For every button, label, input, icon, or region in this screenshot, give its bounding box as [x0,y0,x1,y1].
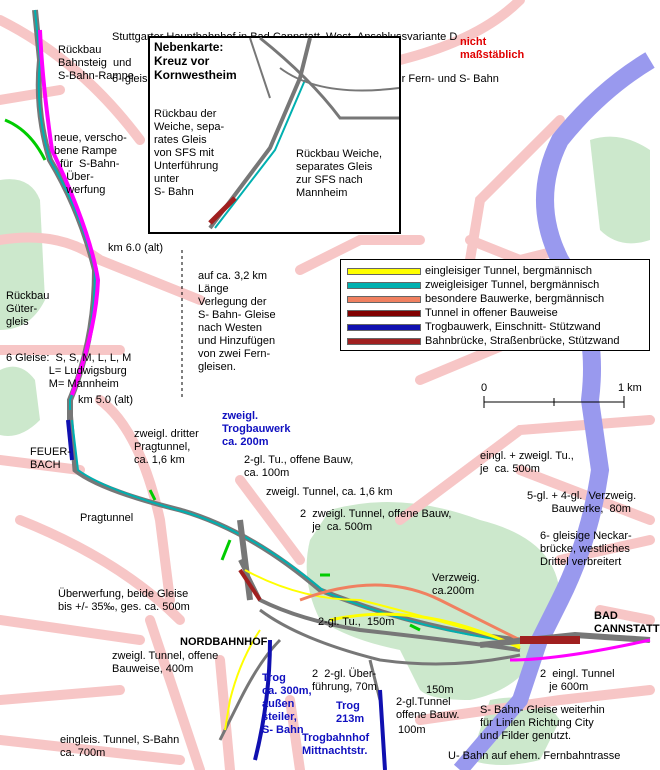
label-bad-cannstatt: BAD CANNSTATT [594,610,660,635]
label-zweigl-dritter: zweigl. dritter Pragtunnel, ca. 1,6 km [134,428,199,466]
inset-graphic [208,36,400,230]
label-zwei-gl-tu: 2-gl. Tu., offene Bauw, ca. 100m [244,454,354,479]
legend-swatch [347,282,421,289]
legend: eingleisiger Tunnel, bergmännisch zweigle… [340,259,650,351]
legend-label: Tunnel in offener Bauweise [425,307,558,319]
label-150m: 150m [426,684,454,696]
legend-swatch [347,324,421,331]
label-pragtunnel: Pragtunnel [80,512,134,524]
scale-one-km: 1 km [618,382,642,394]
label-zwei-gl-150: 2-gl. Tu., 150m [318,616,395,628]
legend-label: Bahnbrücke, Straßenbrücke, Stützwand [425,335,620,347]
inset-label-right: Rückbau Weiche, separates Gleis zur SFS … [296,148,383,199]
label-km6: km 6.0 (alt) [108,242,164,254]
legend-label: Trogbauwerk, Einschnitt- Stützwand [425,321,601,333]
legend-label: eingleisiger Tunnel, bergmännisch [425,265,592,277]
inset-label-left: Rückbau der Weiche, sepa- rates Gleis vo… [154,108,225,198]
label-zweigl-tunnel-16: zweigl. Tunnel, ca. 1,6 km [266,486,393,498]
label-zwei-gl-tunnel-offen: 2-gl.Tunnel offene Bauw. [396,696,460,721]
legend-item: Trogbauwerk, Einschnitt- Stützwand [341,320,649,334]
label-sechs-gleise: 6 Gleise: S, S, M, L, L, M L= Ludwigsbur… [6,352,132,390]
legend-swatch [347,268,421,275]
label-eingl-zweigl: eingl. + zweigl. Tu., je ca. 500m [480,450,574,475]
legend-item: besondere Bauwerke, bergmännisch [341,292,649,306]
label-nordbahnhof: NORDBAHNHOF [180,636,268,648]
label-feuerbach: FEUER- BACH [30,446,71,471]
legend-item: Tunnel in offener Bauweise [341,306,649,320]
legend-swatch [347,310,421,317]
label-fuenf-vier: 5-gl. + 4-gl. Verzweig. Bauwerke, 80m [527,490,637,515]
label-trog300: Trog ca. 300m, außen steiler, S- Bahn [262,672,312,736]
legend-label: besondere Bauwerke, bergmännisch [425,293,605,305]
label-neue-rampe: neue, verscho- bene Rampe für S-Bahn- Üb… [54,132,127,196]
label-km5: km 5.0 (alt) [78,394,134,406]
legend-swatch [347,296,421,303]
label-zwei-eingl-tunnel: 2 eingl. Tunnel je 600m [540,668,615,693]
inset-heading: Nebenkarte: Kreuz vor Kornwestheim [154,40,237,82]
label-s-bahn-gleise: S- Bahn- Gleise weiterhin für Linien Ric… [480,704,605,742]
label-ueberfuehrung: 2 2-gl. Über- führung, 70m [312,668,377,693]
scale-bar [483,396,625,408]
label-u-bahn: U- Bahn auf ehem. Fernbahntrasse [448,750,621,762]
legend-item: Bahnbrücke, Straßenbrücke, Stützwand [341,334,649,348]
label-zweigl-offene-400: zweigl. Tunnel, offene Bauweise, 400m [112,650,219,675]
label-eingleis-tunnel: eingleis. Tunnel, S-Bahn ca. 700m [60,734,180,759]
label-ueberwerfung: Überwerfung, beide Gleise bis +/- 35‰, g… [58,588,190,613]
label-trogbahnhof: Trogbahnhof Mittnachtstr. [302,732,370,757]
label-rueckbau-bahnsteig: Rückbau Bahnsteig und S-Bahn-Rampe [58,44,134,82]
legend-swatch [347,338,421,345]
legend-item: zweigleisiger Tunnel, bergmännisch [341,278,649,292]
label-verlegung: auf ca. 3,2 km Länge Verlegung der S- Ba… [198,270,276,373]
scale-zero: 0 [481,382,488,394]
inset-map: Nebenkarte: Kreuz vor Kornwestheim Rückb… [148,36,401,234]
label-trog213: Trog 213m [336,700,365,725]
scale-note: nicht maßstäblich [460,36,525,61]
label-rueckbau-gueter: Rückbau Güter- gleis [6,290,50,328]
label-zwei-zweigl-offen: 2 zweigl. Tunnel, offene Bauw, je ca. 50… [300,508,452,533]
label-sechs-neckar: 6- gleisige Neckar- brücke, westliches D… [540,530,632,568]
main-rail-corridor [4,9,651,770]
label-100m: 100m [398,724,426,736]
legend-label: zweigleisiger Tunnel, bergmännisch [425,279,600,291]
label-verzweig: Verzweig. ca.200m [432,572,480,597]
label-zweigl-trog: zweigl. Trogbauwerk ca. 200m [222,410,291,448]
legend-item: eingleisiger Tunnel, bergmännisch [341,264,649,278]
